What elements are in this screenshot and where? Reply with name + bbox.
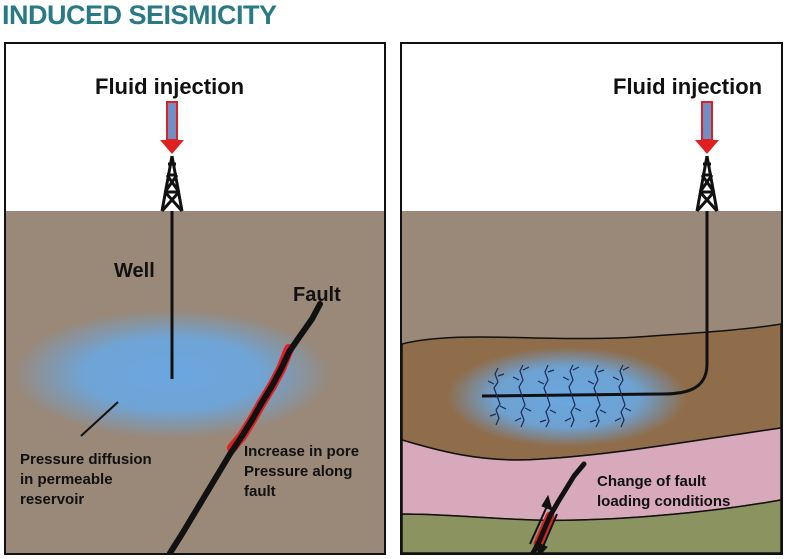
horizontal-well-line bbox=[481, 211, 709, 398]
fault-line bbox=[167, 301, 323, 553]
drilling-rig-icon bbox=[160, 155, 184, 213]
well-label: Well bbox=[114, 260, 155, 282]
left-panel-illustration bbox=[6, 44, 384, 553]
sky bbox=[402, 44, 781, 211]
pore-pressure-label: Increase in pore Pressure along fault bbox=[244, 443, 360, 500]
right-panel-illustration bbox=[402, 44, 781, 553]
pressure-plume bbox=[447, 347, 687, 447]
fault-loading-label: Change of fault loading conditions bbox=[597, 473, 731, 510]
left-panel: Fluid injection Well Fault Pressure diff… bbox=[4, 42, 386, 555]
diagram-title: INDUCED SEISMICITY bbox=[2, 0, 277, 30]
drilling-rig-icon bbox=[695, 155, 719, 213]
fracture-network bbox=[487, 364, 632, 428]
injection-arrow-icon bbox=[695, 101, 719, 154]
injection-arrow-icon bbox=[160, 101, 184, 154]
fault-label: Fault bbox=[293, 284, 341, 306]
left-injection-label: Fluid injection bbox=[95, 74, 245, 99]
slip-arrows-icon bbox=[529, 494, 558, 553]
sky bbox=[6, 44, 384, 211]
pressure-diffusion-label: Pressure diffusion in permeable reservoi… bbox=[20, 451, 152, 508]
right-panel: Fluid injection Change of fault loading … bbox=[400, 42, 783, 555]
right-injection-label: Fluid injection bbox=[613, 74, 763, 99]
green-layer bbox=[402, 499, 781, 553]
pressure-pointer bbox=[80, 401, 119, 437]
fault-line bbox=[530, 461, 587, 553]
